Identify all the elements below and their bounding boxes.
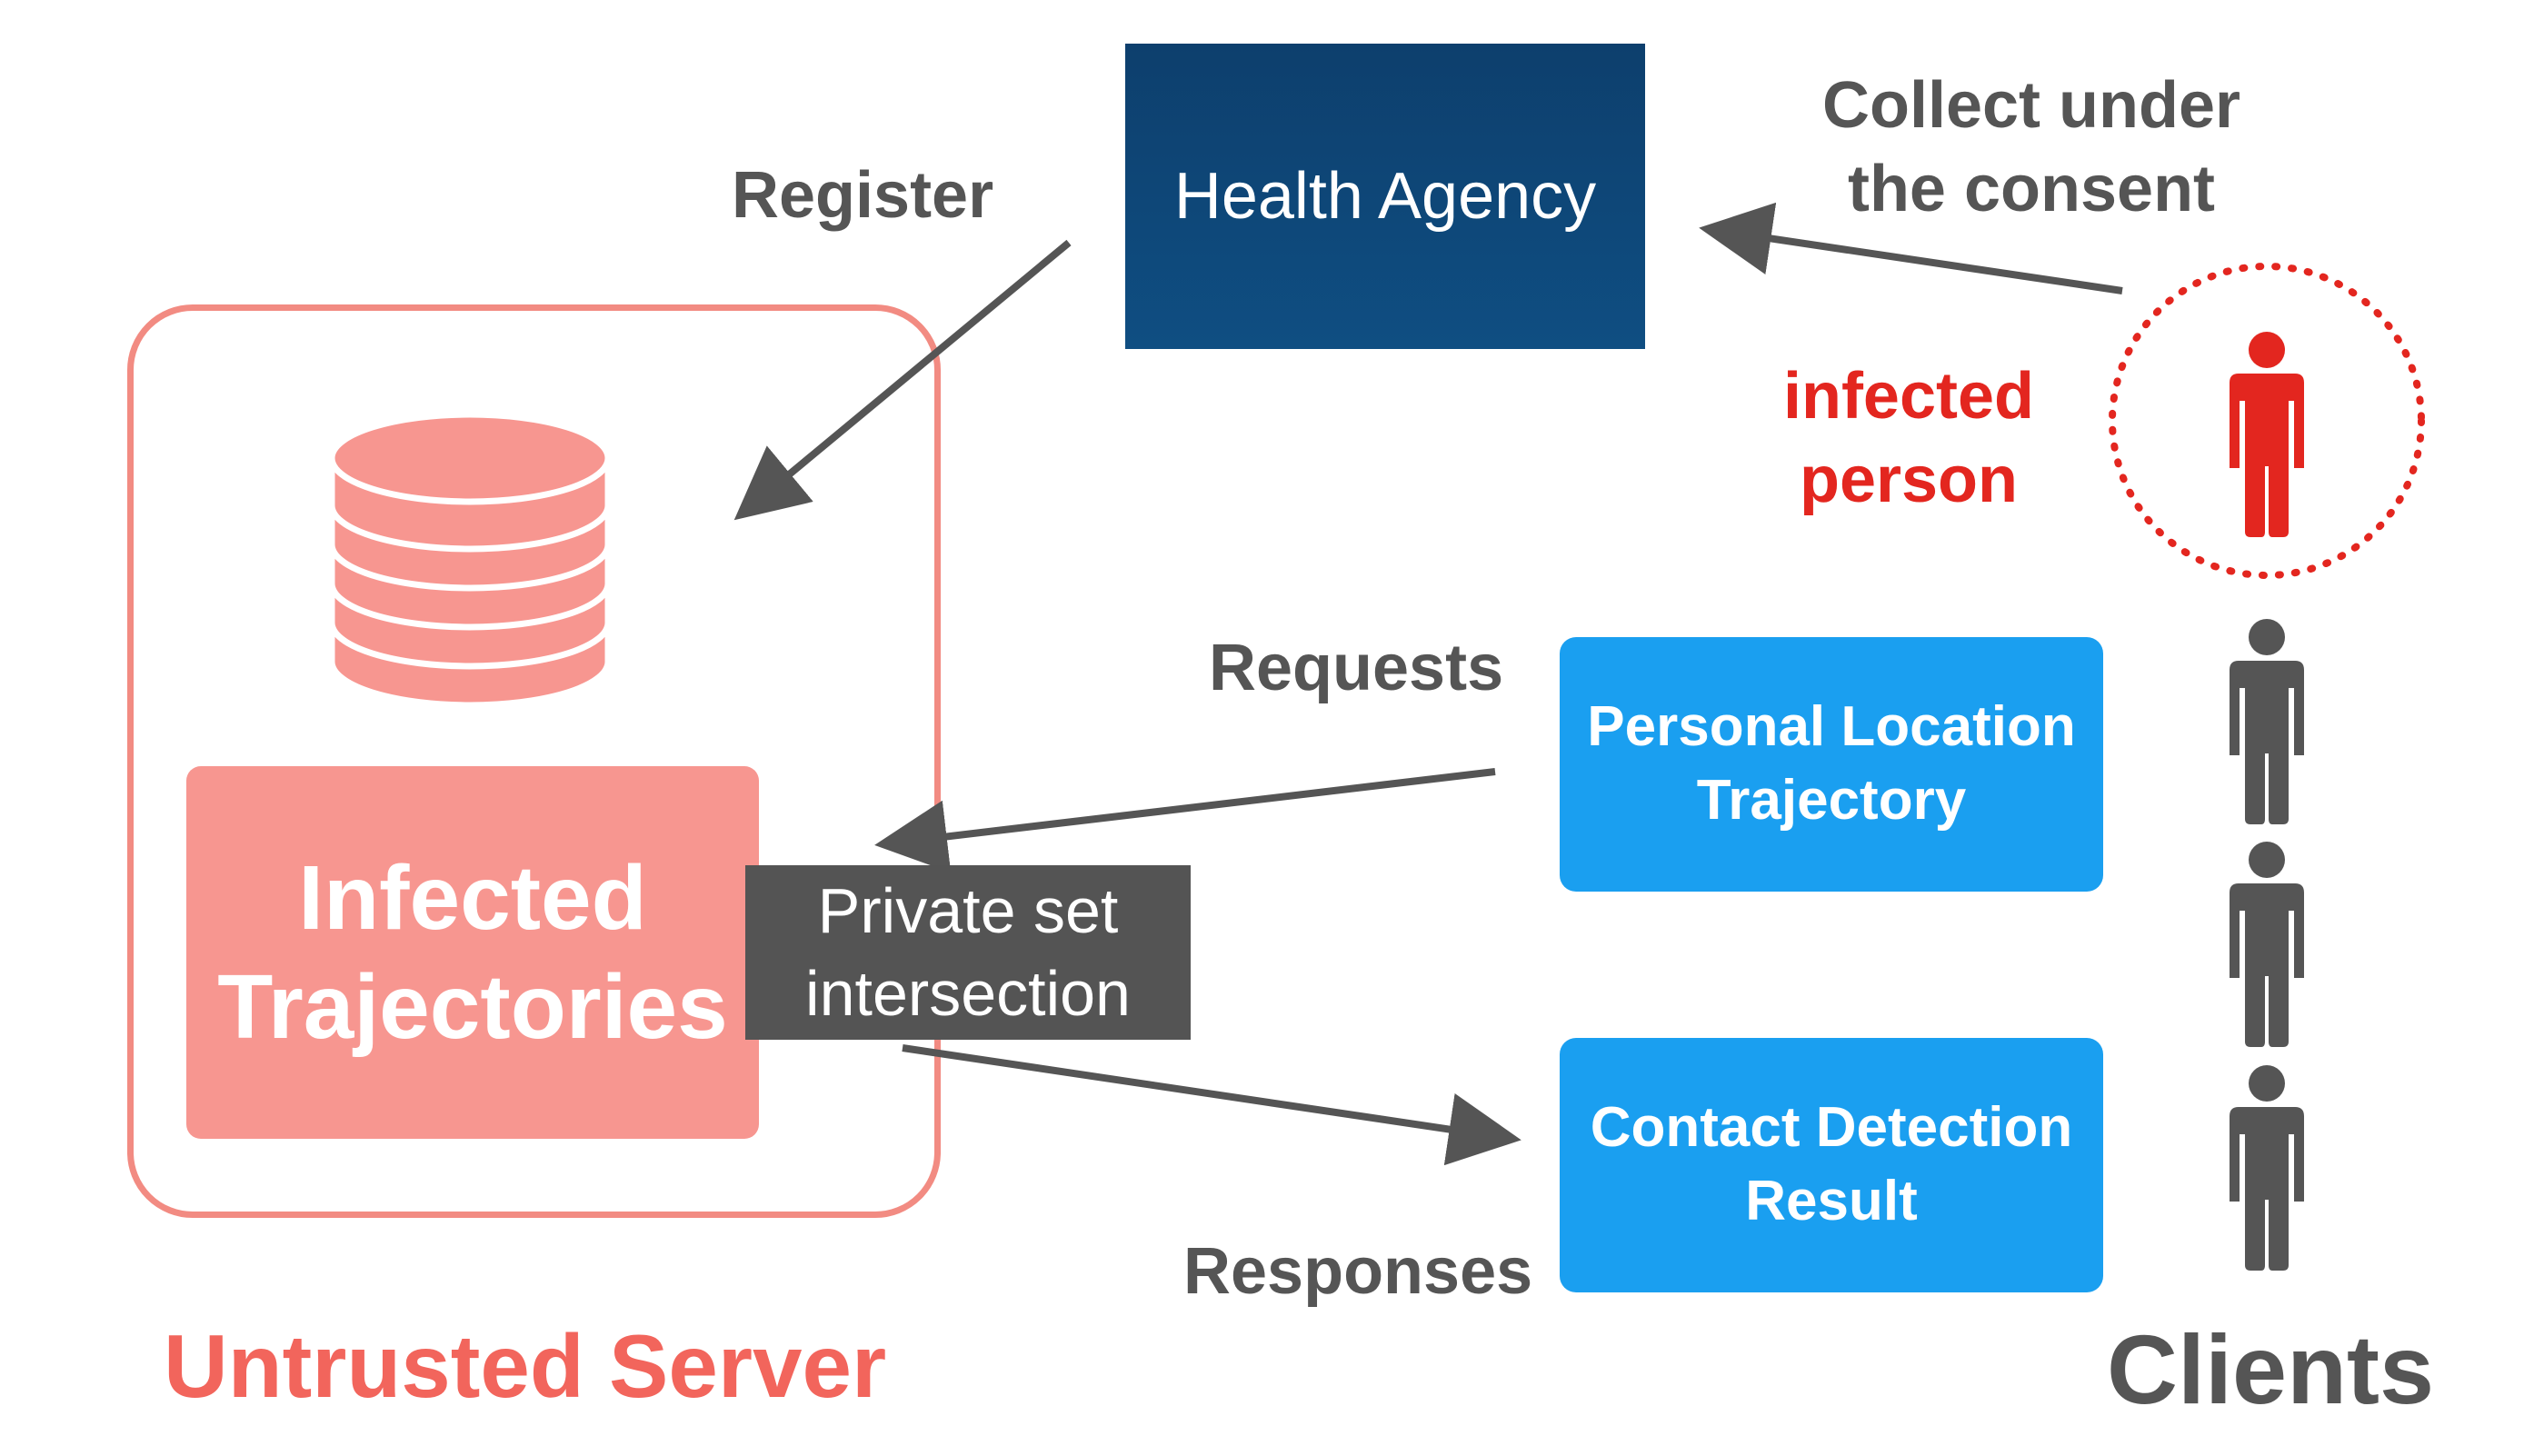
register-arrow — [733, 239, 1072, 521]
infected-person-label: infected person — [1727, 354, 2090, 522]
person-icon — [2230, 842, 2304, 1047]
collect-line1: Collect under — [1821, 69, 2241, 142]
clients-label: Clients — [2107, 1314, 2435, 1424]
untrusted-server-label: Untrusted Server — [164, 1316, 887, 1416]
psi-line1: Private set — [817, 875, 1119, 946]
database-icon — [328, 411, 612, 709]
requests-arrow — [874, 768, 1496, 873]
collect-arrow — [1699, 202, 2123, 294]
requests-label: Requests — [1209, 632, 1504, 704]
personal-location-trajectory-box: Personal Location Trajectory — [1560, 637, 2103, 892]
contact-line1: Contact Detection — [1590, 1096, 2073, 1160]
responses-label: Responses — [1183, 1235, 1533, 1308]
personal-line1: Personal Location — [1587, 695, 2076, 759]
infected-trajectories-line2: Trajectories — [217, 956, 728, 1058]
infected-person-circle — [2109, 263, 2425, 579]
collect-consent-label: Collect under the consent — [1759, 64, 2304, 231]
person-icon — [2230, 1065, 2304, 1271]
contact-line2: Result — [1745, 1170, 1918, 1232]
personal-line2: Trajectory — [1696, 769, 1967, 832]
health-agency-box: Health Agency — [1125, 44, 1645, 349]
infected-trajectories-line1: Infected — [298, 847, 647, 949]
health-agency-label: Health Agency — [1173, 160, 1597, 233]
psi-line2: intersection — [805, 958, 1131, 1029]
person-icon — [2230, 619, 2304, 824]
contact-detection-result-box: Contact Detection Result — [1560, 1038, 2103, 1292]
infected-line1: infected — [1782, 360, 2035, 433]
infected-trajectories-box: Infected Trajectories — [186, 766, 759, 1139]
untrusted-server-container — [127, 304, 941, 1218]
private-set-intersection-box: Private set intersection — [745, 865, 1191, 1040]
infected-line2: person — [1799, 444, 2019, 517]
collect-line2: the consent — [1847, 153, 2216, 226]
responses-arrow — [902, 1044, 1521, 1166]
register-label: Register — [732, 159, 994, 232]
person-icon — [2230, 332, 2304, 537]
